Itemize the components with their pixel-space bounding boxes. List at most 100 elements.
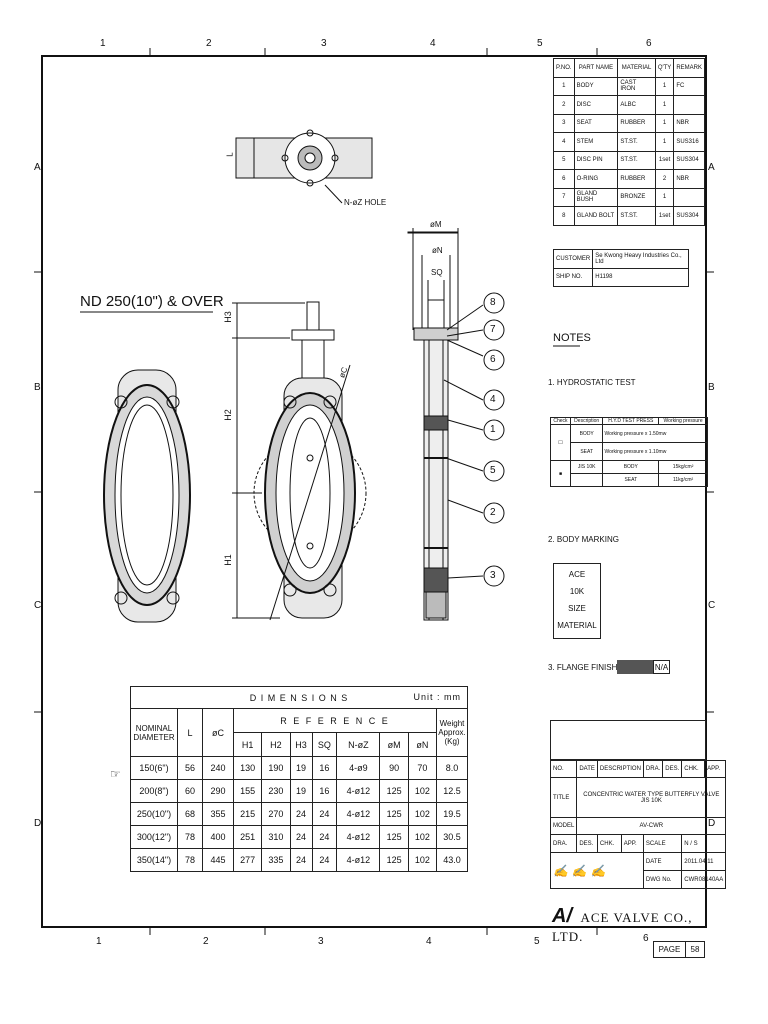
parts-cell: 1 (654, 113, 675, 133)
parts-cell: 1 (654, 132, 675, 152)
dim-col-h2: H2 (261, 732, 291, 757)
marking-line: SIZE (568, 604, 586, 613)
dim-cell: 250(10") (130, 802, 178, 826)
zone-top-4: 4 (430, 38, 436, 49)
parts-cell: 5 (553, 150, 575, 170)
dim-cell: 78 (177, 848, 203, 872)
balloon-5: 5 (490, 465, 496, 476)
dim-cell: 56 (177, 756, 203, 780)
signatures: ✍ ✍ ✍ (550, 852, 644, 889)
dim-cell: 335 (261, 848, 291, 872)
dim-phin-label: øN (432, 246, 443, 255)
dim-cell: 200(8") (130, 779, 178, 803)
dim-cell: 300(12") (130, 825, 178, 849)
parts-cell (673, 187, 705, 207)
parts-cell: 4 (553, 132, 575, 152)
dim-cell: 102 (407, 802, 438, 826)
parts-cell: ST.ST. (617, 206, 656, 226)
parts-cell: BODY (573, 76, 619, 96)
title-line1: CONCENTRIC WATER TYPE BUTTERFLY VALVE (583, 791, 720, 798)
hydro-cell (569, 473, 604, 487)
dim-cell: 270 (261, 802, 291, 826)
parts-cell: SEAT (573, 113, 619, 133)
dim-cell: 4-ø12 (336, 825, 381, 849)
dim-col-sq: SQ (311, 732, 338, 757)
marking-line: 10K (569, 587, 585, 596)
zone-right-c: C (708, 600, 716, 611)
drawing-border (41, 55, 707, 928)
hydro-header: Description (569, 417, 604, 425)
dim-cell: 70 (407, 756, 438, 780)
zone-bottom-6: 6 (643, 933, 649, 944)
dim-col-nz: N-øZ (336, 732, 381, 757)
dim-cell: 445 (202, 848, 234, 872)
dim-h1-label: H1 (222, 554, 233, 566)
hydro-cell: SEAT (569, 442, 604, 461)
zone-left-b: B (34, 382, 41, 393)
hole-label: N-øZ HOLE (344, 198, 387, 207)
dim-cell: 24 (311, 802, 338, 826)
dim-cell: 4-ø12 (336, 802, 381, 826)
title-label: TITLE (549, 777, 578, 818)
hydro-cell: 11kg/cm² (658, 473, 708, 487)
balloon-1: 1 (490, 424, 496, 435)
dim-col-h3: H3 (289, 732, 313, 757)
dimensions-table: D I M E N S I O N S Unit : mm NOMINAL DI… (130, 686, 468, 872)
parts-cell: GLAND BUSH (573, 187, 619, 207)
dim-cell: 155 (232, 779, 263, 803)
dim-cell: 290 (202, 779, 234, 803)
zone-right-b: B (708, 382, 715, 393)
rev-header: NO. (549, 760, 578, 778)
dim-cell: 125 (379, 779, 409, 803)
parts-cell: 1set (654, 150, 675, 170)
dim-cell: 16 (311, 779, 338, 803)
zone-top-3: 3 (321, 38, 327, 49)
dwg-value: CWR08140AA (681, 870, 727, 889)
zone-bottom-3: 3 (318, 936, 324, 947)
sign-header: CHK. (596, 834, 622, 853)
dim-cell: 125 (379, 802, 409, 826)
parts-cell: SUS316 (673, 132, 705, 152)
parts-cell: RUBBER (617, 169, 656, 189)
parts-cell: 6 (553, 169, 575, 189)
dim-cell: 310 (261, 825, 291, 849)
hydro-cell: 15kg/cm² (658, 460, 708, 474)
date-label: DATE (642, 852, 683, 871)
parts-header: P.NO. PART NAME MATERIAL Q'TY REMARK (553, 58, 705, 78)
dim-col-phin: øN (407, 732, 438, 757)
hydro-cell: Working pressure x 1.50mw (602, 424, 708, 443)
dim-phim-label: øM (430, 220, 442, 229)
dim-cell: 78 (177, 825, 203, 849)
zone-right-a: A (708, 162, 715, 173)
rev-header: APP. (704, 760, 727, 778)
zone-top-5: 5 (537, 38, 543, 49)
dim-cell: 4-ø9 (336, 756, 381, 780)
parts-cell: 1set (654, 206, 675, 226)
dim-cell: 125 (379, 848, 409, 872)
parts-cell (673, 95, 705, 115)
dim-sq-label: SQ (431, 268, 443, 277)
hydro-cell: SEAT (602, 473, 660, 487)
parts-cell: SUS304 (673, 206, 705, 226)
pointing-hand-icon: ☞ (110, 767, 121, 781)
dim-cell: 24 (289, 802, 313, 826)
dim-h2-label: H2 (222, 409, 233, 421)
dimensions-title-cell: D I M E N S I O N S Unit : mm (130, 686, 468, 709)
dim-cell: 8.0 (436, 756, 468, 780)
hydro-header: Working pressure (658, 417, 708, 425)
dim-cell: 30.5 (436, 825, 468, 849)
zone-left-d: D (34, 818, 42, 829)
parts-cell: NBR (673, 113, 705, 133)
dim-cell: 400 (202, 825, 234, 849)
